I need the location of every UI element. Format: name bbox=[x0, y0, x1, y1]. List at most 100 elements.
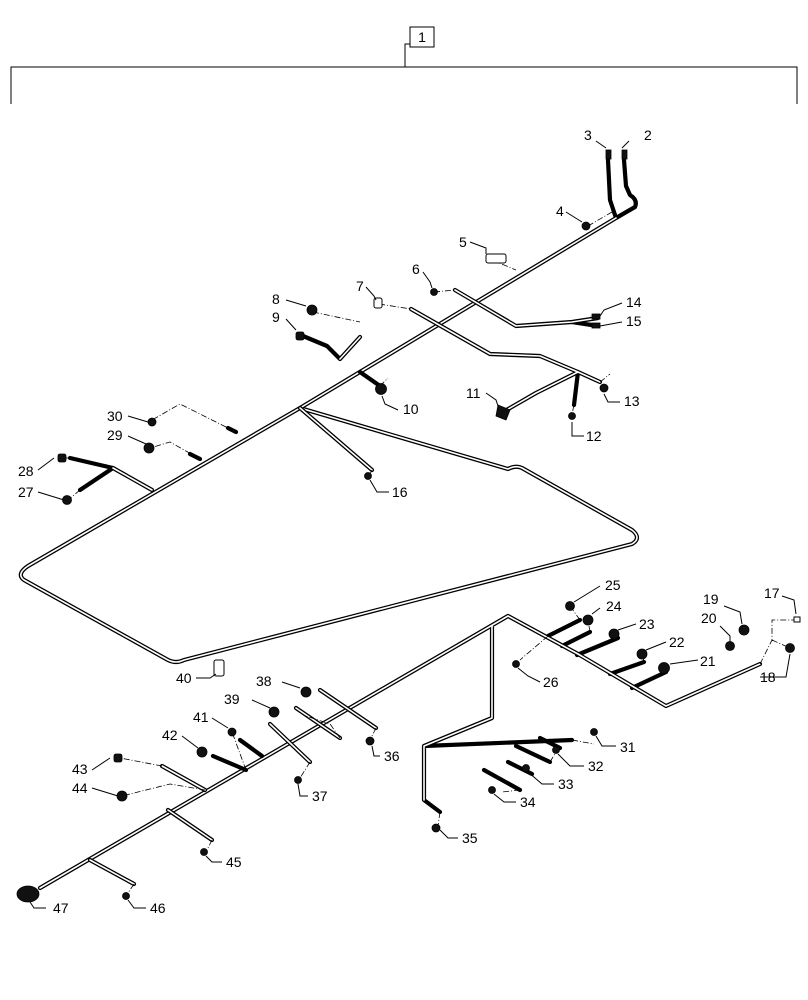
connectors bbox=[16, 149, 801, 903]
item-number-box bbox=[409, 26, 435, 48]
connector-13 bbox=[599, 383, 609, 393]
connector-14 bbox=[591, 313, 601, 320]
connector-6 bbox=[430, 288, 438, 296]
callout-9: 9 bbox=[272, 309, 280, 325]
callout-20: 20 bbox=[701, 610, 717, 626]
callout-42: 42 bbox=[162, 727, 178, 743]
callout-35: 35 bbox=[462, 830, 478, 846]
connector-5 bbox=[485, 253, 507, 264]
callout-23: 23 bbox=[639, 616, 655, 632]
callout-5: 5 bbox=[459, 234, 467, 250]
connector-43 bbox=[113, 753, 123, 763]
callout-37: 37 bbox=[312, 788, 328, 804]
callout-45: 45 bbox=[226, 854, 242, 870]
connector-44 bbox=[116, 790, 128, 802]
connector-24 bbox=[582, 614, 594, 626]
callout-15: 15 bbox=[626, 313, 642, 329]
callout-34: 34 bbox=[520, 794, 536, 810]
callout-36: 36 bbox=[384, 748, 400, 764]
connector-19 bbox=[738, 624, 750, 636]
callout-11: 11 bbox=[466, 385, 481, 401]
callout-2: 2 bbox=[644, 127, 652, 143]
callout-7: 7 bbox=[356, 278, 364, 294]
callout-27: 27 bbox=[18, 484, 34, 500]
callout-24: 24 bbox=[606, 598, 622, 614]
connector-15 bbox=[591, 322, 601, 329]
callout-44: 44 bbox=[72, 780, 88, 796]
callout-21: 21 bbox=[700, 653, 716, 669]
connector-38 bbox=[300, 686, 312, 698]
callout-30: 30 bbox=[107, 408, 123, 424]
connector-26 bbox=[512, 660, 520, 668]
connector-33 bbox=[522, 764, 530, 772]
callout-labels: 2 3 4 5 6 7 8 9 10 11 12 13 14 15 16 17 … bbox=[18, 127, 780, 916]
connector-7 bbox=[373, 297, 383, 309]
item-number: 1 bbox=[418, 29, 426, 45]
connector-28 bbox=[57, 453, 67, 463]
connector-4 bbox=[581, 221, 591, 231]
connector-21 bbox=[658, 662, 670, 674]
callout-18: 18 bbox=[760, 669, 776, 685]
callout-12: 12 bbox=[586, 428, 602, 444]
callout-6: 6 bbox=[412, 261, 420, 277]
connector-11 bbox=[495, 404, 511, 421]
callout-46: 46 bbox=[150, 900, 166, 916]
callout-43: 43 bbox=[72, 761, 88, 777]
connector-23 bbox=[608, 628, 620, 640]
callout-4: 4 bbox=[556, 203, 564, 219]
connector-9 bbox=[295, 331, 305, 341]
callout-10: 10 bbox=[403, 401, 419, 417]
connector-42 bbox=[196, 746, 208, 758]
connector-12 bbox=[568, 412, 576, 420]
connector-34 bbox=[488, 786, 496, 794]
callout-13: 13 bbox=[624, 393, 640, 409]
callout-16: 16 bbox=[392, 484, 408, 500]
connector-8 bbox=[306, 304, 318, 316]
connector-29 bbox=[143, 442, 155, 454]
connector-32 bbox=[552, 746, 560, 754]
callout-3: 3 bbox=[584, 127, 592, 143]
connector-37 bbox=[294, 776, 302, 784]
harness-trunk bbox=[18, 157, 763, 891]
connector-18 bbox=[785, 643, 795, 653]
connector-45 bbox=[200, 848, 208, 856]
callout-41: 41 bbox=[193, 709, 209, 725]
connector-40 bbox=[213, 659, 225, 677]
connector-25 bbox=[565, 601, 575, 611]
callout-8: 8 bbox=[272, 291, 280, 307]
connector-16 bbox=[364, 472, 372, 480]
callout-31: 31 bbox=[620, 739, 636, 755]
connector-39 bbox=[268, 706, 280, 718]
connector-2 bbox=[621, 149, 628, 160]
connector-46 bbox=[122, 892, 130, 900]
connector-10 bbox=[375, 383, 387, 395]
callout-40: 40 bbox=[176, 670, 192, 686]
connector-20 bbox=[725, 641, 735, 651]
callout-14: 14 bbox=[626, 294, 642, 310]
assembly-bracket: 1 bbox=[10, 26, 798, 104]
connector-41 bbox=[227, 727, 237, 737]
callout-38: 38 bbox=[256, 673, 272, 689]
connector-22 bbox=[636, 648, 648, 660]
callout-33: 33 bbox=[558, 776, 574, 792]
wire-dashes bbox=[62, 211, 796, 897]
callout-47: 47 bbox=[53, 900, 69, 916]
callout-22: 22 bbox=[669, 634, 685, 650]
callout-25: 25 bbox=[605, 577, 621, 593]
callout-17: 17 bbox=[764, 585, 780, 601]
callout-28: 28 bbox=[18, 463, 34, 479]
connector-17 bbox=[793, 616, 801, 623]
connector-36 bbox=[365, 736, 375, 746]
callout-leaders bbox=[29, 140, 797, 909]
callout-19: 19 bbox=[703, 591, 719, 607]
callout-39: 39 bbox=[224, 691, 240, 707]
connector-31 bbox=[590, 728, 598, 736]
connector-30 bbox=[147, 417, 157, 427]
connector-35 bbox=[431, 823, 441, 833]
callout-26: 26 bbox=[543, 674, 559, 690]
connector-3 bbox=[605, 149, 612, 160]
callout-32: 32 bbox=[588, 758, 604, 774]
callout-29: 29 bbox=[107, 427, 123, 443]
connector-47 bbox=[16, 885, 40, 903]
